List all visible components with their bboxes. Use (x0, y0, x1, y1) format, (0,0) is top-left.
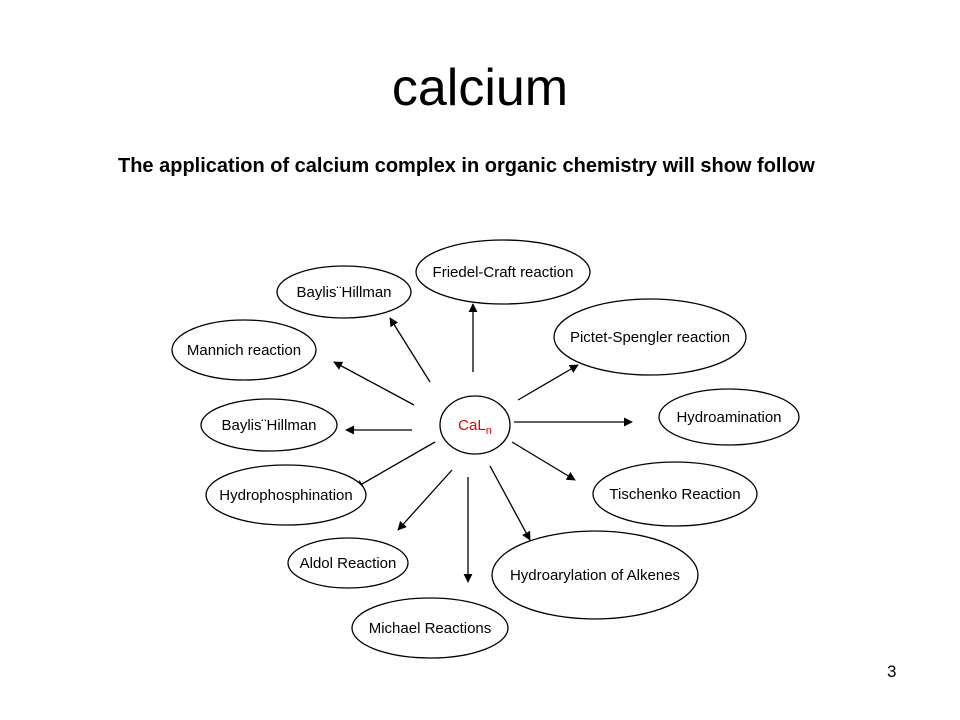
reaction-node-label: Hydroamination (676, 409, 781, 426)
arrow-to-pictet-spengler (517, 364, 579, 401)
arrow-to-aldol (397, 469, 453, 531)
reaction-node-friedel-craft: Friedel-Craft reaction (415, 239, 591, 305)
reaction-node-ellipse (351, 597, 509, 659)
center-node-subscript: n (486, 425, 492, 437)
reaction-node-ellipse (415, 239, 591, 305)
reaction-node-hydrophosphination: Hydrophosphination (205, 464, 367, 526)
reaction-node-michael: Michael Reactions (351, 597, 509, 659)
reaction-node-ellipse (553, 298, 747, 376)
reaction-node-ellipse (200, 398, 338, 452)
reaction-node-ellipse (287, 537, 409, 589)
reaction-node-label: Tischenko Reaction (609, 486, 740, 503)
arrows-layer (333, 303, 633, 583)
reaction-node-baylis-hillman-top: Baylis¨Hillman (276, 265, 412, 319)
page-number: 3 (887, 662, 897, 681)
arrow-to-hydroarylation (489, 465, 531, 541)
reaction-node-label: Hydroarylation of Alkenes (510, 567, 680, 584)
center-node-label: CaLn (458, 417, 492, 437)
reaction-node-ellipse (171, 319, 317, 381)
reaction-node-ellipse (205, 464, 367, 526)
reaction-node-baylis-hillman-mid: Baylis¨Hillman (200, 398, 338, 452)
arrow-to-hydrophosphination (354, 441, 436, 489)
reaction-node-label: Friedel-Craft reaction (433, 264, 574, 281)
center-node-main: CaL (458, 417, 486, 434)
arrow-to-baylis-hillman-top (389, 317, 431, 383)
reaction-node-ellipse (592, 461, 758, 527)
reaction-node-label: Hydrophosphination (219, 487, 352, 504)
center-node-ellipse (439, 395, 511, 455)
reaction-node-mannich: Mannich reaction (171, 319, 317, 381)
reaction-node-hydroamination: Hydroamination (658, 388, 800, 446)
slide-title: calcium (391, 59, 569, 117)
arrow-to-mannich (333, 361, 415, 406)
arrow-to-tischenko (511, 441, 576, 481)
reaction-node-label: Baylis¨Hillman (296, 284, 391, 301)
center-node: CaLn (439, 395, 511, 455)
reaction-node-ellipse (491, 530, 699, 620)
reaction-node-aldol: Aldol Reaction (287, 537, 409, 589)
reaction-node-pictet-spengler: Pictet-Spengler reaction (553, 298, 747, 376)
reaction-node-ellipse (276, 265, 412, 319)
reaction-node-label: Aldol Reaction (300, 555, 397, 572)
reaction-node-label: Michael Reactions (369, 620, 492, 637)
slide-subtitle: The application of calcium complex in or… (118, 155, 815, 177)
reaction-node-ellipse (658, 388, 800, 446)
reaction-node-label: Pictet-Spengler reaction (570, 329, 730, 346)
reaction-node-label: Mannich reaction (187, 342, 301, 359)
reaction-node-tischenko: Tischenko Reaction (592, 461, 758, 527)
reaction-node-label: Baylis¨Hillman (221, 417, 316, 434)
reaction-node-hydroarylation: Hydroarylation of Alkenes (491, 530, 699, 620)
